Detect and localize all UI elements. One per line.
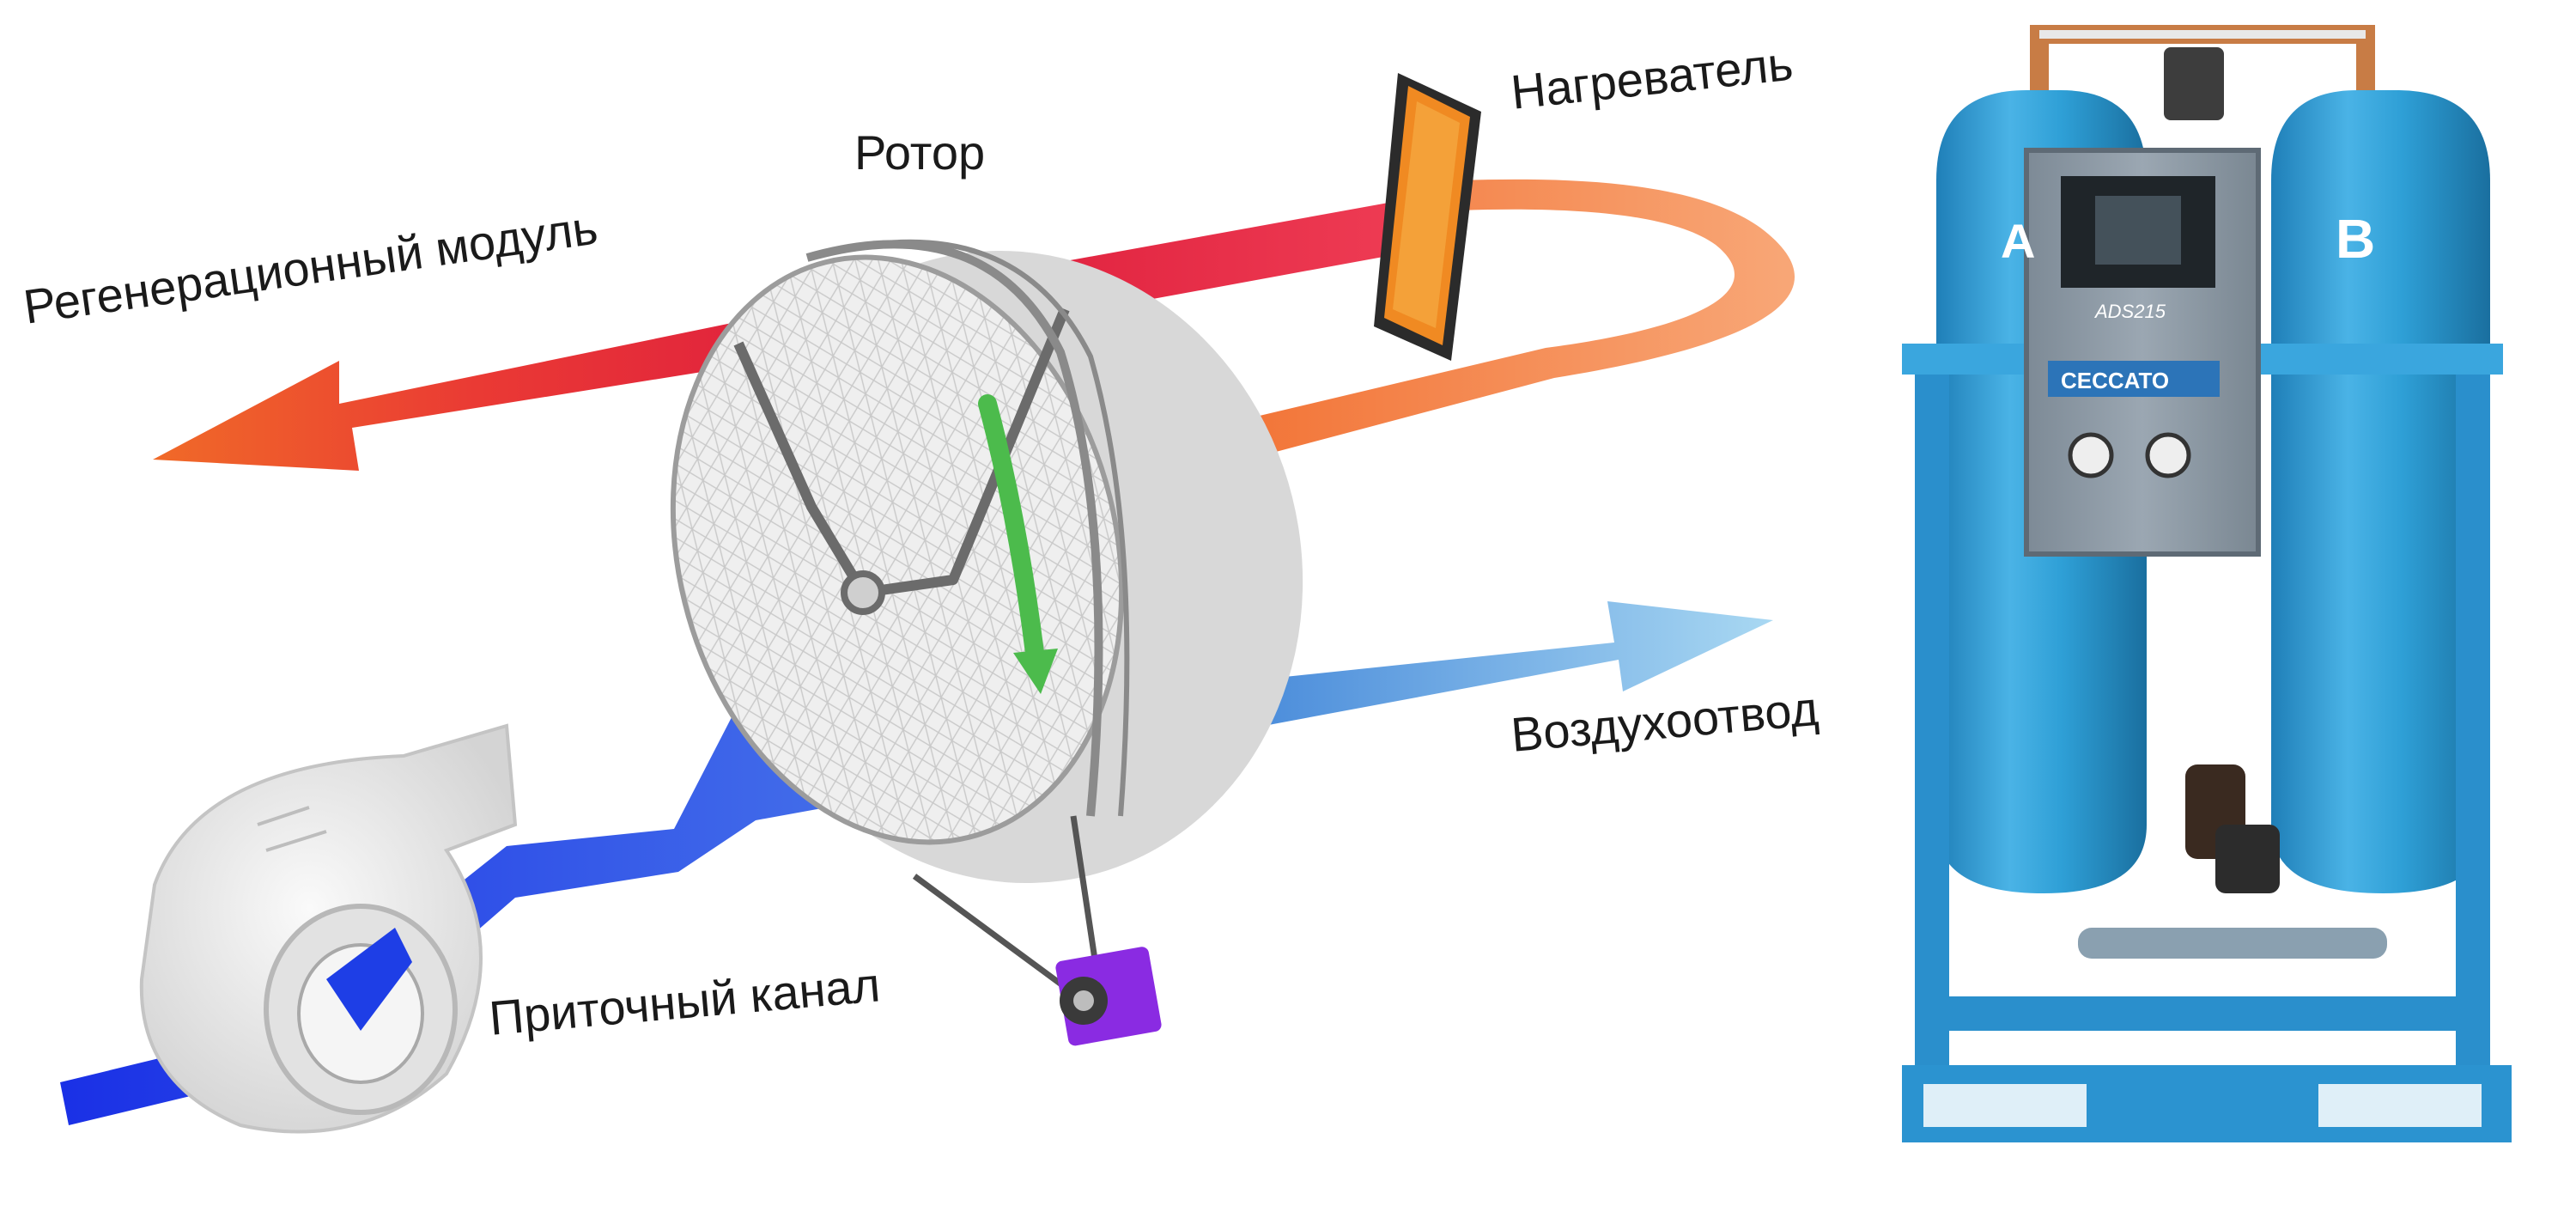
rotor-label: Ротор [854, 125, 986, 180]
tank-a-letter: A [2001, 214, 2035, 268]
tank-b-letter: B [2336, 208, 2375, 270]
regeneration-duct [153, 309, 799, 471]
heater-element [1374, 73, 1481, 361]
dryer-model-label: ADS215 [2093, 301, 2166, 322]
supply-fan [139, 723, 518, 1134]
heater-return-loop [1129, 179, 1795, 490]
dryer-brand-label: CECCATO [2061, 368, 2169, 393]
desiccant-dryer-unit [1902, 25, 2512, 1142]
drive-motor [1055, 947, 1162, 1046]
rotor [670, 239, 1303, 1000]
